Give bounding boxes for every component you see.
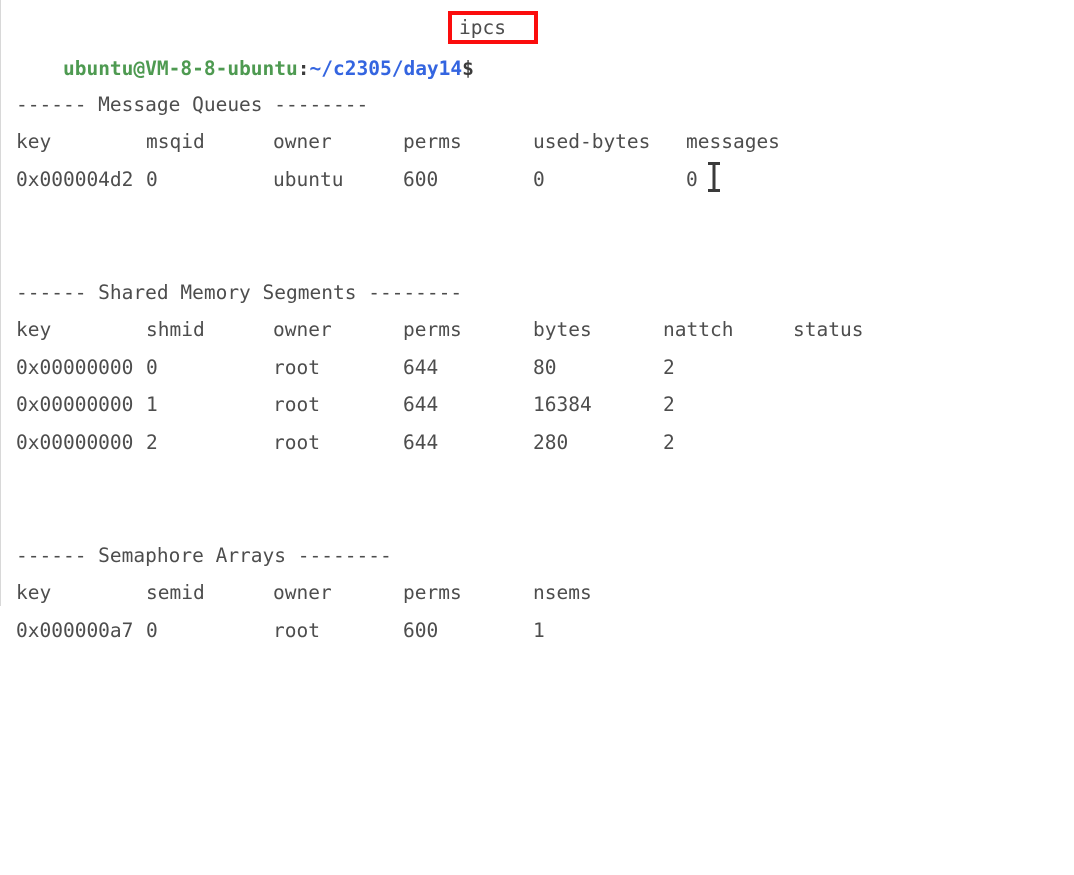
cell-key: 0x00000000	[16, 355, 134, 379]
cell-bytes: 280	[533, 430, 569, 454]
col-header-bytes: bytes	[533, 318, 592, 342]
col-header-key: key	[16, 318, 52, 342]
col-header-used-bytes: used-bytes	[533, 130, 651, 154]
table-row: 0x000000a7 0 root 600 1	[16, 612, 1074, 650]
cell-owner: root	[273, 430, 320, 454]
cell-owner: ubuntu	[273, 167, 344, 191]
col-header-perms: perms	[403, 581, 462, 605]
cell-shmid: 2	[146, 430, 158, 454]
cell-perms: 644	[403, 393, 439, 417]
cell-perms: 644	[403, 355, 439, 379]
cell-shmid: 0	[146, 355, 158, 379]
cell-key: 0x000000a7	[16, 618, 134, 642]
table-header-message-queues: key msqid owner perms used-bytes message…	[16, 123, 1074, 161]
col-header-msqid: msqid	[146, 130, 205, 154]
window-left-border	[0, 0, 1, 606]
cell-msqid: 0	[146, 167, 158, 191]
cell-shmid: 1	[146, 393, 158, 417]
cell-bytes: 80	[533, 355, 557, 379]
cell-semid: 0	[146, 618, 158, 642]
terminal-output-area[interactable]: ubuntu@VM-8-8-ubuntu:~/c2305/day14$ ipcs…	[0, 0, 1074, 642]
prompt-dollar-sign: $	[462, 57, 474, 80]
table-header-semaphore-arrays: key semid owner perms nsems	[16, 574, 1074, 612]
col-header-perms: perms	[403, 130, 462, 154]
col-header-nsems: nsems	[533, 581, 592, 605]
cell-perms: 600	[403, 618, 439, 642]
cell-nattch: 2	[663, 355, 675, 379]
cell-bytes: 16384	[533, 393, 592, 417]
prompt-user-host: ubuntu@VM-8-8-ubuntu	[62, 57, 298, 80]
cell-perms: 600	[403, 167, 439, 191]
prompt-colon: :	[297, 57, 310, 80]
shell-prompt-line: ubuntu@VM-8-8-ubuntu:~/c2305/day14$ ipcs	[16, 6, 1074, 80]
blank-line-3	[16, 236, 1074, 274]
cell-nattch: 2	[663, 393, 675, 417]
cell-key: 0x000004d2	[16, 167, 134, 191]
col-header-key: key	[16, 130, 52, 154]
col-header-shmid: shmid	[146, 318, 205, 342]
cell-nsems: 1	[533, 618, 545, 642]
table-row: 0x00000000 2 root 644 280 2	[16, 424, 1074, 462]
col-header-perms: perms	[403, 318, 462, 342]
cell-key: 0x00000000	[16, 393, 134, 417]
section-title-semaphore-arrays: ------ Semaphore Arrays --------	[16, 543, 392, 567]
table-row: 0x000004d2 0 ubuntu 600 0 0	[16, 161, 1074, 199]
section-title-shared-memory-segments: ------ Shared Memory Segments --------	[16, 280, 463, 304]
table-header-shared-memory: key shmid owner perms bytes nattch statu…	[16, 311, 1074, 349]
col-header-nattch: nattch	[663, 318, 734, 342]
table-row: 0x00000000 1 root 644 16384 2	[16, 386, 1074, 424]
cell-nattch: 2	[663, 430, 675, 454]
cell-owner: root	[273, 355, 320, 379]
command-input-ipcs[interactable]: ipcs	[459, 16, 506, 39]
col-header-owner: owner	[273, 130, 332, 154]
col-header-status: status	[793, 318, 864, 342]
command-highlight-box	[448, 11, 538, 44]
col-header-key: key	[16, 581, 52, 605]
cell-owner: root	[273, 618, 320, 642]
blank-line-5	[16, 499, 1074, 537]
cell-owner: root	[273, 393, 320, 417]
col-header-owner: owner	[273, 318, 332, 342]
cell-key: 0x00000000	[16, 430, 134, 454]
section-title-message-queues: ------ Message Queues --------	[16, 92, 369, 116]
table-row: 0x00000000 0 root 644 80 2	[16, 349, 1074, 387]
prompt-path: ~/c2305/day14	[309, 57, 463, 80]
blank-line-2	[16, 198, 1074, 236]
blank-line-4	[16, 462, 1074, 500]
cell-perms: 644	[403, 430, 439, 454]
col-header-messages: messages	[686, 130, 780, 154]
col-header-owner: owner	[273, 581, 332, 605]
cell-used-bytes: 0	[533, 167, 545, 191]
cell-messages: 0	[686, 167, 698, 191]
col-header-semid: semid	[146, 581, 205, 605]
